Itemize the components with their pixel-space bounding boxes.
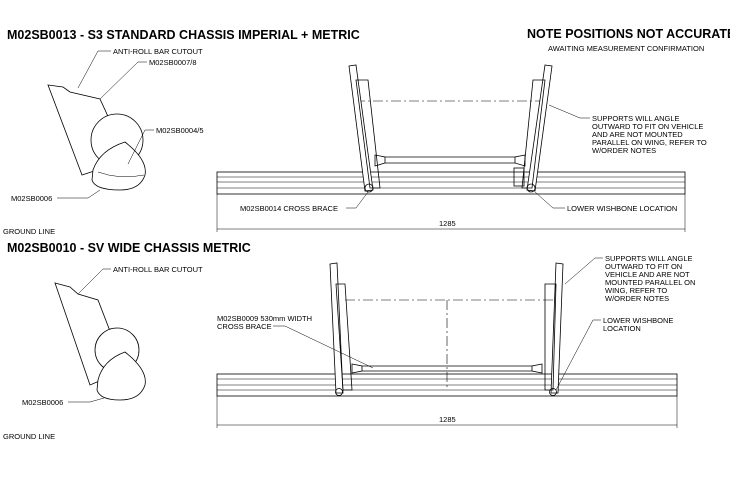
label-cross-brace: M02SB0014 CROSS BRACE [240,204,338,213]
label-bracket-part: M02SB0004/5 [156,126,204,135]
dimension-width: 1285 [439,219,456,228]
wing-base [91,141,146,191]
label-base-part: M02SB0006 [11,194,52,203]
svg-text:OUTWARD TO FIT ON VEHICLE: OUTWARD TO FIT ON VEHICLE [592,122,703,131]
section-s3-standard: M02SB0013 - S3 STANDARD CHASSIS IMPERIAL… [3,28,707,236]
svg-text:M02SB0009 530mm WIDTH: M02SB0009 530mm WIDTH [217,314,312,323]
front-view: 1285 M02SB0014 CROSS BRACE LOWER WISHBON… [216,64,707,232]
label-ground-line: GROUND LINE [3,227,55,236]
svg-text:LOCATION: LOCATION [603,324,641,333]
svg-text:PARALLEL ON WING, REFER TO: PARALLEL ON WING, REFER TO [592,138,707,147]
svg-text:SUPPORTS WILL ANGLE: SUPPORTS WILL ANGLE [592,114,680,123]
label-wishbone: LOWER WISHBONE LOCATION [603,316,673,333]
label-base-part: M02SB0006 [22,398,63,407]
label-anti-roll-cutout: ANTI-ROLL BAR CUTOUT [113,265,203,274]
side-view: ANTI-ROLL BAR CUTOUT M02SB0006 GROUND LI… [3,265,203,441]
section-title: M02SB0010 - SV WIDE CHASSIS METRIC [7,241,251,255]
svg-text:SUPPORTS WILL ANGLE: SUPPORTS WILL ANGLE [605,254,693,263]
svg-text:MOUNTED PARALLEL ON: MOUNTED PARALLEL ON [605,278,695,287]
section-title: M02SB0013 - S3 STANDARD CHASSIS IMPERIAL… [7,28,360,42]
note-subtitle: AWAITING MEASUREMENT CONFIRMATION [548,44,704,53]
svg-text:WING, REFER TO: WING, REFER TO [605,286,667,295]
svg-text:OUTWARD TO FIT ON: OUTWARD TO FIT ON [605,262,682,271]
supports-note: SUPPORTS WILL ANGLE OUTWARD TO FIT ON VE… [592,114,707,155]
label-cross-brace: M02SB0009 530mm WIDTH CROSS BRACE [217,314,312,331]
front-view: 1285 M02SB0009 530mm WIDTH CROSS BRACE L… [216,254,695,428]
label-wing-part: M02SB0007/8 [149,58,197,67]
svg-text:W/ORDER NOTES: W/ORDER NOTES [592,146,656,155]
dimension-width: 1285 [439,415,456,424]
svg-text:W/ORDER NOTES: W/ORDER NOTES [605,294,669,303]
note-title: NOTE POSITIONS NOT ACCURATE [527,27,730,41]
svg-text:LOWER WISHBONE: LOWER WISHBONE [603,316,673,325]
wing-base [96,351,146,401]
svg-text:VEHICLE AND ARE NOT: VEHICLE AND ARE NOT [605,270,690,279]
svg-text:AND ARE NOT MOUNTED: AND ARE NOT MOUNTED [592,130,683,139]
supports-note: SUPPORTS WILL ANGLE OUTWARD TO FIT ON VE… [605,254,695,303]
label-anti-roll-cutout: ANTI-ROLL BAR CUTOUT [113,47,203,56]
label-wishbone: LOWER WISHBONE LOCATION [567,204,677,213]
section-sv-wide: M02SB0010 - SV WIDE CHASSIS METRIC ANTI-… [3,241,695,441]
label-ground-line: GROUND LINE [3,432,55,441]
svg-text:CROSS BRACE: CROSS BRACE [217,322,272,331]
side-view: ANTI-ROLL BAR CUTOUT M02SB0007/8 M02SB00… [3,47,204,236]
